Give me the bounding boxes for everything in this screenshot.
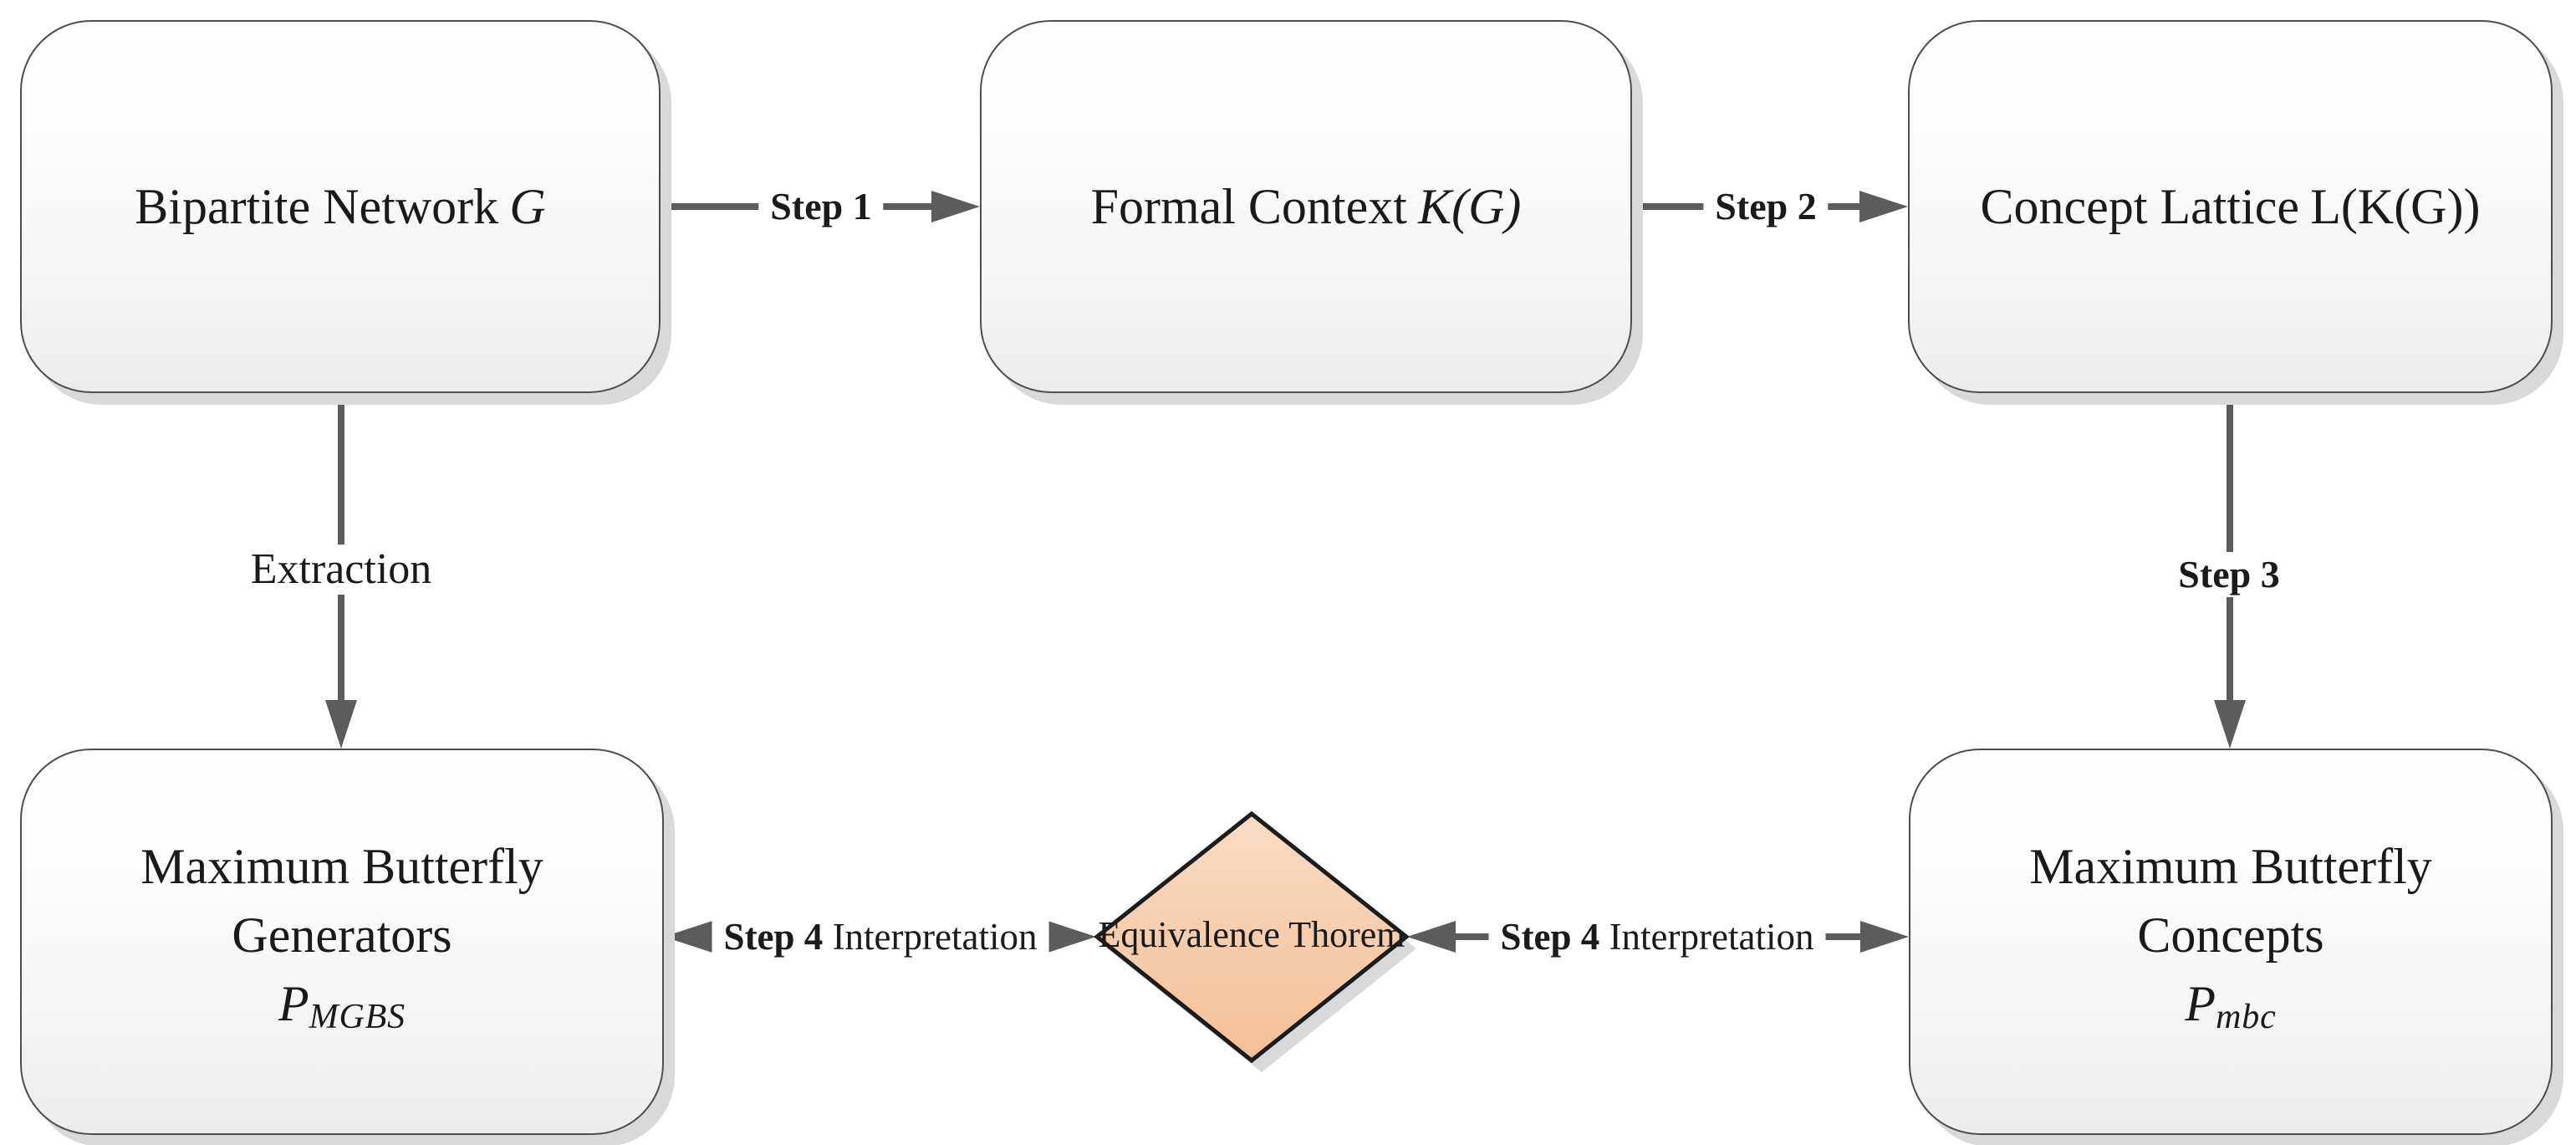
node-title-line2: Concepts (2137, 907, 2324, 963)
node-title-line1: Maximum Butterfly (140, 838, 543, 894)
decision-diamond-label: Equivalence Thorem (1099, 910, 1405, 960)
node-max-butterfly-concepts: Maximum Butterfly Concepts Pmbc (1909, 749, 2553, 1135)
edge-label-step4-right: Step 4 Interpretation (1488, 913, 1826, 960)
edge-label-text: Step 3 (2178, 553, 2280, 596)
edge-label-step3: Step 3 (2166, 552, 2292, 597)
edge-label-line2: Interpretation (1609, 916, 1814, 958)
node-symbol: G (509, 179, 546, 234)
symbol-subscript: mbc (2216, 998, 2277, 1037)
node-symbol: L(K(G)) (2310, 179, 2481, 234)
node-label: Maximum Butterfly Concepts Pmbc (2029, 832, 2432, 1051)
diamond-body (1093, 810, 1410, 1064)
edge-label-step2: Step 2 (1703, 184, 1829, 229)
node-title: Concept Lattice (1980, 179, 2300, 234)
node-max-butterfly-generators: Maximum Butterfly Generators PMGBS (20, 749, 664, 1135)
node-title-line2: Generators (232, 907, 452, 963)
edge-label-step1: Step 1 (758, 184, 884, 229)
node-label: Maximum Butterfly Generators PMGBS (140, 832, 543, 1051)
decision-line1: Equivalence (1098, 914, 1280, 955)
node-title: Formal Context (1090, 179, 1407, 234)
node-symbol: Pmbc (2029, 969, 2432, 1051)
decision-line2: Thorem (1288, 914, 1405, 955)
edge-label-line2: Interpretation (832, 916, 1038, 958)
edge-label-text: Step 1 (770, 185, 872, 227)
edge-label-line1: Step 4 (723, 916, 824, 958)
edge-label-extraction: Extraction (238, 544, 444, 595)
decision-diamond-shape (1093, 810, 1416, 1072)
edge-label-line1: Step 4 (1500, 916, 1600, 958)
edge-label-step4-left: Step 4 Interpretation (712, 913, 1049, 960)
node-symbol: PMGBS (140, 969, 543, 1051)
node-title-line1: Maximum Butterfly (2029, 838, 2432, 894)
edge-label-text: Step 2 (1715, 185, 1817, 227)
symbol-base: P (278, 975, 309, 1031)
node-symbol: K(G) (1418, 179, 1522, 234)
edge-label-text: Extraction (250, 545, 432, 593)
arrow-step3 (2214, 392, 2246, 749)
symbol-subscript: MGBS (309, 998, 406, 1037)
symbol-base: P (2185, 975, 2216, 1031)
node-title: Bipartite Network (135, 179, 499, 234)
